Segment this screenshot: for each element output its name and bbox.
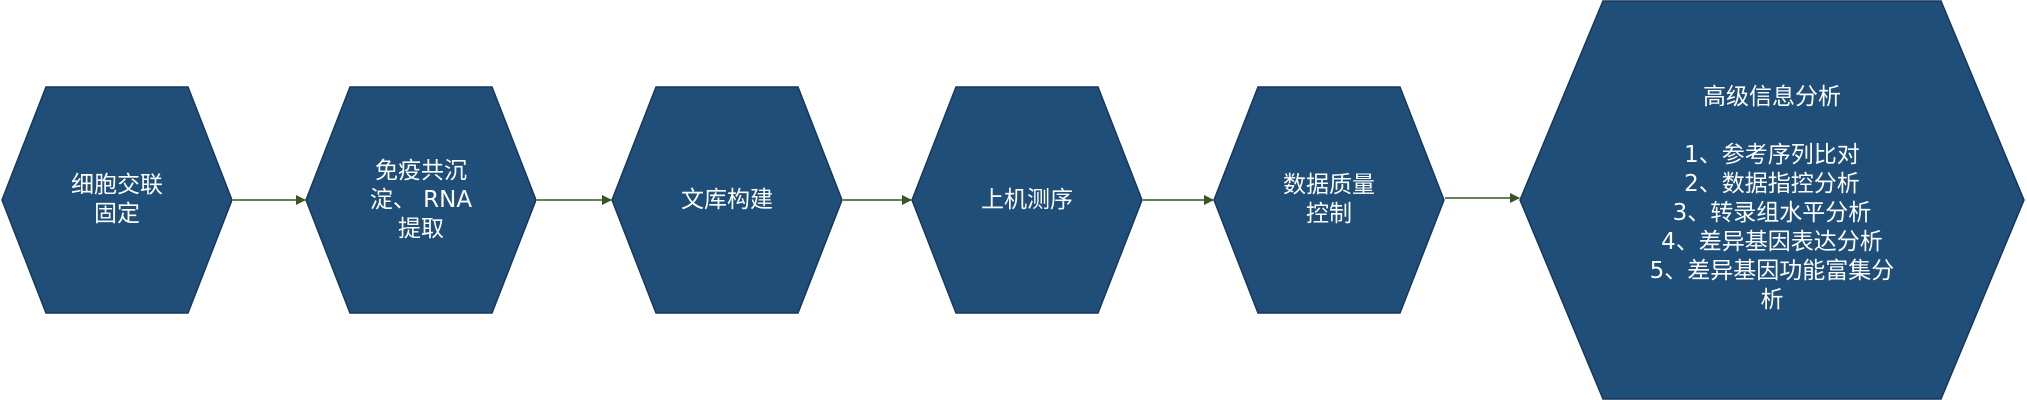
- node-crosslink-line-1: 细胞交联: [70, 172, 163, 198]
- node-crosslink-line-2: 固定: [93, 201, 140, 227]
- node-analysis-line-5: 5、差异基因功能富集分: [1649, 258, 1895, 284]
- node-ip-line-3: 提取: [397, 215, 444, 242]
- node-analysis-title: 高级信息分析: [1702, 84, 1841, 110]
- node-analysis-line-3: 3、转录组水平分析: [1672, 200, 1872, 226]
- node-ip-hexagon: [305, 86, 537, 314]
- node-analysis-label: 高级信息分析 1、参考序列比对 2、数据指控分析 3、转录组水平分析 4、差异基因表达分…: [1566, 1, 1979, 399]
- node-ip-line-2: 淀、 RNA: [369, 186, 473, 213]
- node-analysis-line-2: 2、数据指控分析: [1684, 171, 1860, 197]
- node-analysis-hexagon: [1519, 0, 2025, 400]
- node-sequencing-hexagon: [911, 86, 1143, 314]
- node-crosslink-hexagon: [1, 86, 233, 314]
- node-library-label: 文库构建: [636, 87, 818, 313]
- node-library-hexagon: [611, 86, 843, 314]
- node-qc-line-1: 数据质量: [1282, 172, 1375, 198]
- node-library-line-1: 文库构建: [680, 186, 773, 213]
- node-analysis-line-1: 1、参考序列比对: [1684, 142, 1860, 168]
- node-analysis-line-6: 析: [1760, 287, 1784, 313]
- node-sequencing-label: 上机测序: [936, 87, 1118, 313]
- node-crosslink-label: 细胞交联固定: [26, 87, 208, 313]
- node-qc-label: 数据质量控制: [1238, 87, 1420, 313]
- node-qc-hexagon: [1213, 86, 1445, 314]
- node-qc-line-2: 控制: [1305, 201, 1352, 227]
- node-analysis-line-4: 4、差异基因表达分析: [1661, 229, 1883, 255]
- node-sequencing-line-1: 上机测序: [980, 186, 1073, 213]
- node-ip-line-1: 免疫共沉: [374, 157, 467, 184]
